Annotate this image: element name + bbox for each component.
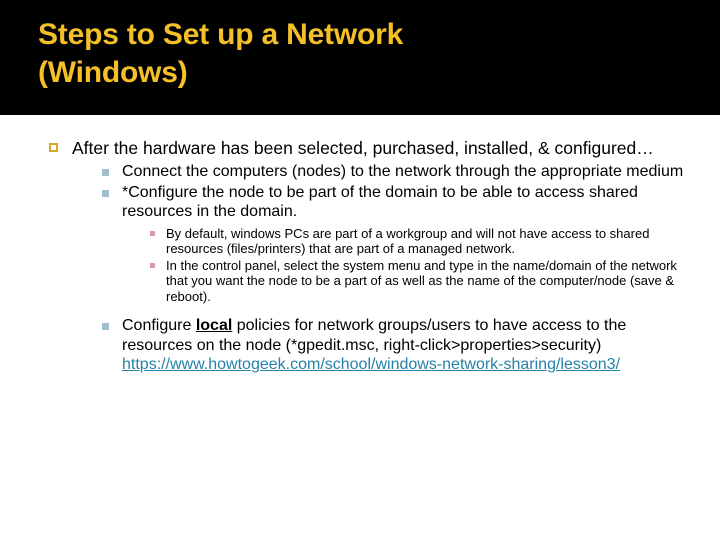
list-item-level-3-control-panel: In the control panel, select the system … — [148, 258, 694, 305]
slide-body: After the hardware has been selected, pu… — [0, 115, 720, 540]
bullet-text-configure-prefix: Configure — [122, 317, 196, 334]
list-item-level-1: After the hardware has been selected, pu… — [46, 138, 694, 375]
small-square-bullet-icon — [102, 169, 109, 176]
bullet-text-policies-rest: policies for network groups/users to hav… — [122, 317, 627, 354]
tiny-square-bullet-icon — [150, 230, 155, 236]
list-item-level-3-workgroup: By default, windows PCs are part of a wo… — [148, 226, 694, 257]
list-item-level-2-configure-node: *Configure the node to be part of the do… — [100, 183, 694, 305]
small-square-bullet-icon — [102, 323, 109, 330]
detail-text-control-panel: In the control panel, select the system … — [166, 257, 677, 304]
emphasis-local: local — [195, 317, 233, 334]
page-title: Steps to Set up a Network (Windows) — [38, 18, 404, 89]
howtogeek-link[interactable]: https://www.howtogeek.com/school/windows… — [122, 356, 621, 373]
spacer — [100, 307, 694, 316]
detail-text-default-workgroup: By default, windows PCs are part of a wo… — [166, 225, 650, 257]
bullet-text-configure-node-domain: *Configure the node to be part of the do… — [122, 183, 638, 221]
tiny-square-bullet-icon — [150, 262, 155, 268]
list-item-level-2-local-policies: Configure local policies for network gro… — [100, 316, 694, 375]
bullet-list-level-3: By default, windows PCs are part of a wo… — [122, 226, 694, 305]
bullet-list-level-2: Connect the computers (nodes) to the net… — [72, 162, 694, 375]
list-item-level-2-connect: Connect the computers (nodes) to the net… — [100, 162, 694, 182]
bullet-text-connect-computers: Connect the computers (nodes) to the net… — [122, 163, 684, 180]
bullet-text-hardware-selected: After the hardware has been selected, pu… — [72, 138, 654, 158]
hollow-square-bullet-icon — [49, 143, 58, 152]
title-band: Steps to Set up a Network (Windows) — [0, 0, 720, 115]
small-square-bullet-icon — [102, 189, 109, 197]
bullet-list-level-1: After the hardware has been selected, pu… — [46, 138, 694, 375]
